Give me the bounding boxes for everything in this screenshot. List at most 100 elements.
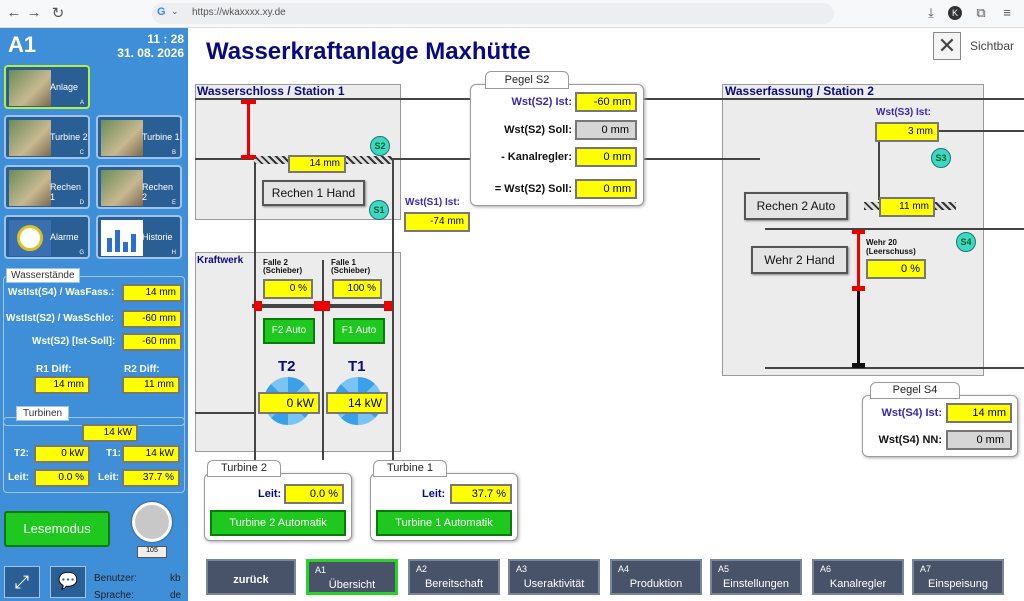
rechen-1-value: 14 mm <box>288 155 346 173</box>
wasserschloss-title: Wasserschloss / Station 1 <box>197 84 345 98</box>
alarm-clock-icon <box>9 220 51 256</box>
turbine-2-panel-title: Turbine 2 <box>207 460 281 477</box>
rechen-1-thumbnail <box>9 170 51 206</box>
tile-label: Rechen 2 <box>142 182 174 202</box>
t1-label: T1: <box>106 448 121 459</box>
address-bar[interactable]: https://wkaxxxx.xy.de <box>152 3 834 24</box>
station-s4-badge[interactable]: S4 <box>956 232 976 252</box>
extensions-icon[interactable]: ⧉ <box>976 5 986 20</box>
tile-label: Turbine 2 <box>50 132 88 142</box>
control-knob[interactable] <box>132 502 172 542</box>
s3-value: 3 mm <box>875 122 939 142</box>
falle-1-value: 100 % <box>332 279 382 299</box>
tab-number: A6 <box>820 564 832 574</box>
wehr-gate-cap <box>852 230 865 234</box>
pegel-s2-title: Pegel S2 <box>485 71 569 89</box>
menu-icon[interactable]: ≡ <box>1003 5 1011 20</box>
back-icon[interactable]: ← <box>6 4 22 21</box>
sichtbar-label: Sichtbar <box>970 39 1015 53</box>
tile-key: D <box>79 200 84 206</box>
t2-label: T2: <box>14 448 29 459</box>
tab-zurueck[interactable]: zurück <box>206 559 296 595</box>
forward-icon[interactable]: → <box>26 4 42 21</box>
turbine-1-automatik-button[interactable]: Turbine 1 Automatik <box>376 510 512 536</box>
wehr-base <box>852 363 865 368</box>
profile-avatar[interactable]: K <box>948 6 962 20</box>
tab-label: Useraktivität <box>523 578 585 590</box>
ws-value-diff: -60 mm <box>122 333 182 351</box>
f2-auto-button[interactable]: F2 Auto <box>263 318 315 344</box>
t2-value: 0 kW <box>34 445 90 463</box>
tile-key: A <box>79 100 84 106</box>
browser-toolbar: ← → ↻ https://wkaxxxx.xy.de G ⌄ ⤓ K ⧉ ≡ <box>0 0 1024 28</box>
tile-key: G <box>79 250 84 256</box>
falle-2-label: Falle 2 <box>263 258 288 267</box>
tile-key: H <box>171 250 176 256</box>
s1-label: Wst(S1) Ist: <box>405 197 460 208</box>
r2-diff-label: R2 Diff: <box>124 364 160 375</box>
kanalregler-value: 0 mm <box>575 147 637 167</box>
tab-number: A5 <box>718 564 730 574</box>
tile-label: Anlage <box>50 82 79 92</box>
close-icon[interactable]: ✕ <box>933 32 961 60</box>
tab-label: zurück <box>233 574 269 586</box>
station-s1-badge[interactable]: S1 <box>369 200 389 220</box>
wehr-2-hand-button[interactable]: Wehr 2 Hand <box>751 246 848 274</box>
wehr-value: 0 % <box>866 259 926 279</box>
pegel-s4-ist-value: 14 mm <box>946 403 1012 423</box>
turbine-2-automatik-button[interactable]: Turbine 2 Automatik <box>210 510 346 536</box>
station-s2-badge[interactable]: S2 <box>370 136 390 156</box>
sprache-value: de <box>170 590 182 601</box>
pegel-s4-nn-value: 0 mm <box>946 430 1012 450</box>
t1-value: 14 kW <box>122 445 180 463</box>
reload-icon[interactable]: ↻ <box>51 5 65 22</box>
lesemodus-button[interactable]: Lesemodus <box>4 511 110 547</box>
chevron-down-icon[interactable]: ⌄ <box>171 6 179 16</box>
rechen-2-auto-button[interactable]: Rechen 2 Auto <box>744 192 848 220</box>
wehr-label: Wehr 20 <box>866 238 897 247</box>
outflow-line <box>195 412 255 414</box>
pegel-s2-soll-total-label: = Wst(S2) Soll: <box>494 183 572 195</box>
station-s3-badge[interactable]: S3 <box>931 148 951 168</box>
pegel-s2-ist-label: Wst(S2) Ist: <box>511 96 573 108</box>
tile-key: C <box>79 150 84 156</box>
kraftwerk-title: Kraftwerk <box>197 255 244 266</box>
download-icon[interactable]: ⤓ <box>928 5 934 20</box>
falle-mid-marker <box>314 301 330 311</box>
tile-label: Rechen 1 <box>50 182 82 202</box>
leit-t1-value: 37.7 % <box>122 469 180 487</box>
leit-t2-value: 0.0 % <box>34 469 90 487</box>
t1-name: T1 <box>348 358 366 375</box>
station-id: A1 <box>8 32 37 57</box>
t2-name: T2 <box>278 358 296 375</box>
tile-turbine-2[interactable]: Turbine 2 C <box>4 115 90 159</box>
ws-value-s2: -60 mm <box>122 310 182 328</box>
f1-auto-button[interactable]: F1 Auto <box>333 318 385 344</box>
fullscreen-icon[interactable]: ⤢ <box>4 566 40 598</box>
chat-icon[interactable]: 💬 <box>50 566 86 598</box>
r1-diff-value: 14 mm <box>34 376 90 394</box>
wehr-gate <box>857 231 860 291</box>
rechen-1-hand-button[interactable]: Rechen 1 Hand <box>262 180 365 206</box>
tab-label: Produktion <box>629 578 683 590</box>
turbine-1-leit-value: 37.7 % <box>450 484 512 504</box>
tab-label: Kanalregler <box>829 578 887 590</box>
turbine-2-leit-value: 0.0 % <box>284 484 344 504</box>
kanalregler-label: - Kanalregler: <box>501 151 572 163</box>
google-icon[interactable]: G <box>157 6 166 18</box>
anlage-thumbnail <box>9 70 51 106</box>
